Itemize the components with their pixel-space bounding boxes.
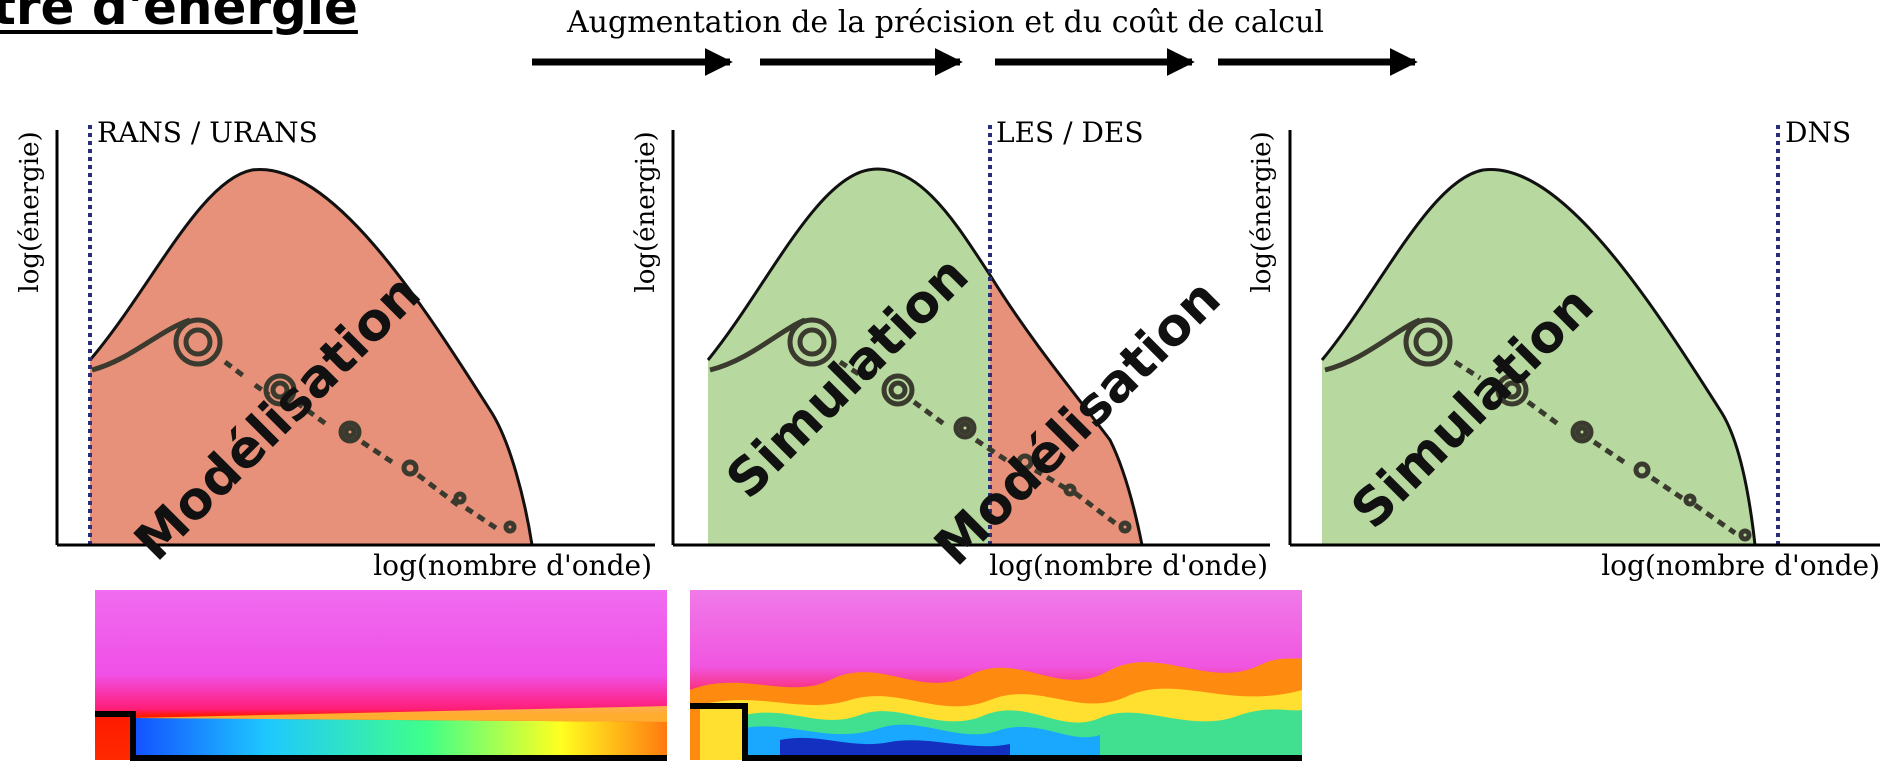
cost-progress-caption: Augmentation de la précision et du coût … — [567, 5, 1325, 40]
simulation-region — [1322, 169, 1755, 546]
y-axis-label: log(énergie) — [15, 131, 45, 292]
slide-title: tre d'énergie — [0, 0, 358, 36]
x-axis-label: log(nombre d'onde) — [1601, 549, 1880, 582]
modelisation-region — [990, 275, 1142, 545]
energy-spectrum-curve — [88, 168, 534, 546]
energy-spectrum-curve — [1320, 168, 1757, 546]
y-axis-label: log(énergie) — [631, 131, 661, 292]
rans-flow-field-image — [95, 590, 667, 761]
modelisation-region — [90, 169, 532, 546]
simulation-region — [708, 169, 990, 545]
panel-dns: Simulation DNS log(énergie) log(nombre d… — [1247, 116, 1880, 582]
eddy-cascade-icon — [1324, 317, 1752, 542]
eddy-cascade-icon — [91, 317, 517, 534]
eddy-cascade-icon — [709, 317, 1132, 534]
energy-spectrum-curve — [706, 167, 1144, 546]
x-axis-label: log(nombre d'onde) — [373, 549, 652, 582]
panel-rans: Modélisation RANS / URANS log(énergie) l… — [15, 116, 655, 582]
method-label-dns: DNS — [1785, 116, 1851, 149]
method-label-les: LES / DES — [996, 116, 1144, 149]
method-label-rans: RANS / URANS — [97, 116, 318, 149]
y-axis-label: log(énergie) — [1247, 131, 1277, 292]
panel-les: Simulation Modélisation LES / DES log(én… — [631, 116, 1270, 582]
les-flow-field-image — [690, 590, 1302, 761]
x-axis-label: log(nombre d'onde) — [989, 549, 1268, 582]
